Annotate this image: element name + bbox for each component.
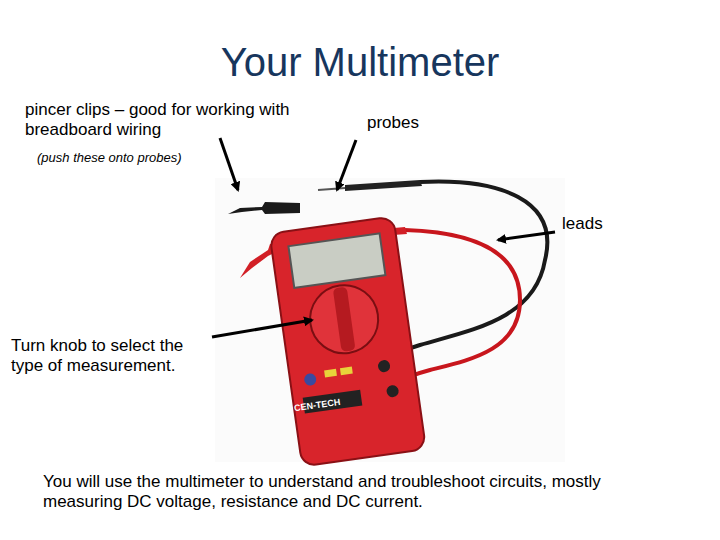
- black-pincer-clip: [228, 202, 300, 214]
- slide-caption: You will use the multimeter to understan…: [43, 472, 673, 513]
- callout-label: leads: [562, 214, 603, 234]
- leader-arrow: [337, 140, 356, 190]
- callout-label: pincer clips – good for working with bre…: [25, 100, 290, 141]
- callout-label: probes: [367, 113, 419, 133]
- selector-knob: [306, 281, 383, 358]
- slide-title: Your Multimeter: [0, 38, 720, 86]
- callout-label: Turn knob to select the type of measurem…: [11, 336, 211, 377]
- black-probe: [345, 180, 422, 191]
- socket: [303, 373, 317, 387]
- callout-note: (push these onto probes): [37, 150, 182, 166]
- indicator: [340, 367, 353, 376]
- probe-tip: [318, 188, 345, 190]
- leader-arrow: [220, 138, 238, 190]
- meter-display: [288, 233, 385, 287]
- knob-grip: [333, 287, 356, 352]
- meter-body: [270, 216, 426, 466]
- leader-arrow: [212, 320, 312, 337]
- jack: [377, 359, 391, 373]
- leader-arrow: [498, 232, 555, 240]
- jack: [386, 384, 400, 398]
- indicator: [324, 369, 337, 378]
